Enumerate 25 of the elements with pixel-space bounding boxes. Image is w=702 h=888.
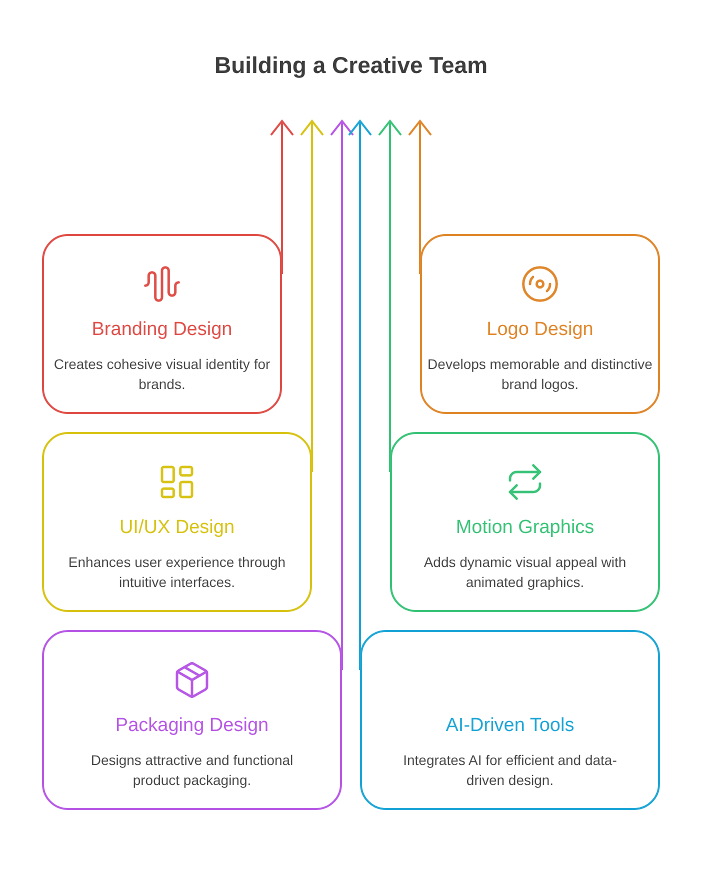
card-heading: Packaging Design	[115, 714, 269, 738]
card	[42, 630, 342, 810]
arrow	[270, 120, 294, 274]
arrow	[330, 120, 354, 670]
card-heading: Motion Graphics	[456, 516, 594, 540]
card-description: Adds dynamic visual appeal with animated graphics.	[422, 553, 628, 592]
card	[42, 234, 282, 414]
card-description: Designs attractive and functional product packaging.	[90, 751, 294, 790]
card-description: Creates cohesive visual identity for brands.	[52, 355, 272, 394]
card	[390, 432, 660, 612]
arrow	[408, 120, 432, 274]
card-heading: UI/UX Design	[119, 516, 235, 540]
card-heading: Logo Design	[486, 318, 594, 342]
arrow	[378, 120, 402, 472]
arrow	[348, 120, 372, 670]
arrow	[300, 120, 324, 472]
card-description: Integrates AI for efficient and data-driven design.	[402, 751, 618, 790]
card	[360, 630, 660, 810]
card	[420, 234, 660, 414]
card-description: Enhances user experience through intuitive interfaces.	[67, 553, 287, 592]
card	[42, 432, 312, 612]
card-heading: AI-Driven Tools	[446, 714, 574, 738]
card-heading: Branding Design	[92, 318, 232, 342]
title: Building a Creative Team	[213, 51, 489, 80]
card-description: Develops memorable and distinctive brand logos.	[426, 355, 654, 394]
